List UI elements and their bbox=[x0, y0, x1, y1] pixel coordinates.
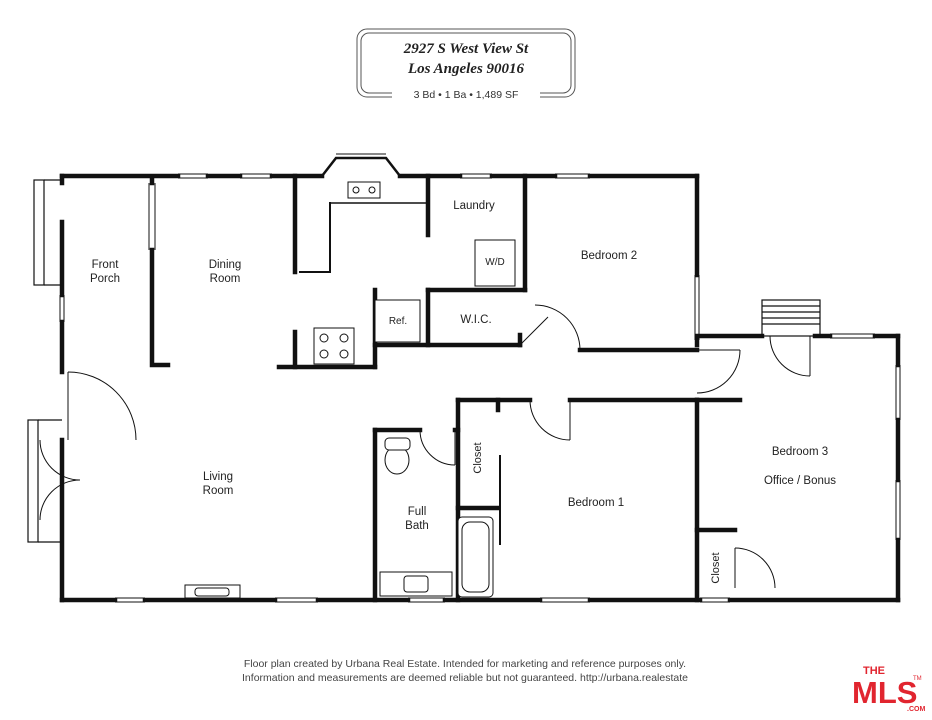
bedroom-1-label: Bedroom 1 bbox=[567, 497, 625, 509]
bedroom-3-label: Bedroom 3 bbox=[771, 446, 829, 458]
mls-com: .COM bbox=[907, 706, 925, 713]
dining-line1: Dining bbox=[208, 259, 242, 271]
front-porch-line2: Porch bbox=[89, 273, 121, 285]
porch-frame bbox=[27, 179, 821, 543]
bedroom-3-sub-label: Office / Bonus bbox=[763, 475, 837, 487]
full-bath-line1: Full bbox=[407, 506, 427, 518]
front-porch-line1: Front bbox=[91, 259, 119, 271]
door-swings bbox=[39, 304, 811, 589]
bedroom-2-label: Bedroom 2 bbox=[580, 250, 638, 262]
address-line2: Los Angeles 90016 bbox=[407, 61, 525, 77]
laundry-label: Laundry bbox=[453, 200, 495, 212]
fixtures bbox=[184, 181, 516, 599]
mls-word: MLS bbox=[852, 675, 917, 710]
closet-bedroom-3-label: Closet bbox=[710, 552, 722, 584]
living-line1: Living bbox=[202, 471, 234, 483]
full-bath-line2: Bath bbox=[405, 520, 429, 532]
washer-dryer-label: W/D bbox=[485, 257, 505, 268]
full-bath-label: Full Bath bbox=[395, 505, 439, 533]
refrigerator-label: Ref. bbox=[388, 316, 408, 327]
living-line2: Room bbox=[202, 485, 234, 497]
living-room-label: Living Room bbox=[190, 470, 246, 498]
footer-disclaimer-1: Floor plan created by Urbana Real Estate… bbox=[243, 658, 687, 670]
footer-disclaimer-2: Information and measurements are deemed … bbox=[242, 672, 688, 684]
front-porch-label: Front Porch bbox=[82, 258, 128, 286]
address-line1: 2927 S West View St bbox=[403, 41, 529, 57]
wic-label: W.I.C. bbox=[460, 314, 492, 326]
property-summary: 3 Bd • 1 Ba • 1,489 SF bbox=[392, 87, 540, 103]
closet-bedroom-1-label: Closet bbox=[472, 442, 484, 474]
mls-logo: THE MLS TM .COM bbox=[852, 665, 925, 713]
address-block: 2927 S West View St Los Angeles 90016 bbox=[357, 29, 575, 97]
mls-tm: TM bbox=[913, 676, 922, 682]
dining-room-label: Dining Room bbox=[195, 258, 255, 286]
windows bbox=[59, 153, 901, 603]
mls-the: THE bbox=[863, 665, 885, 677]
dining-line2: Room bbox=[209, 273, 241, 285]
